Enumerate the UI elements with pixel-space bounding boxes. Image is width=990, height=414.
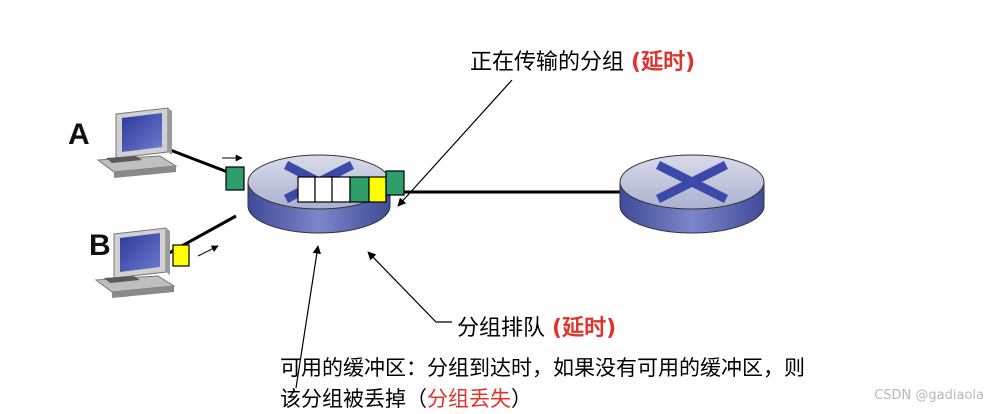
packet-queue [297, 176, 387, 203]
host-b-label: B [89, 229, 111, 262]
pointer-queue [367, 251, 452, 323]
computer-a-icon [96, 107, 178, 178]
transmitting-label: 正在传输的分组 (延时) [470, 44, 695, 76]
buffer-slot [297, 176, 316, 203]
link-b-router [159, 214, 237, 260]
router-right-icon [619, 154, 765, 234]
queue-label: 分组排队 (延时) [457, 310, 616, 342]
queued-packet-green [349, 176, 370, 203]
buffer-line2-suffix: ） [511, 387, 532, 411]
transmitting-packet [385, 170, 405, 196]
pointer-buffer [295, 245, 321, 389]
transmitting-delay: (延时) [631, 50, 696, 75]
packet-from-b [172, 244, 190, 267]
transmitting-text: 正在传输的分组 [470, 50, 625, 75]
watermark: CSDN @gadiaola [874, 388, 984, 403]
buffer-slot [314, 176, 333, 203]
computer-b-icon [94, 227, 176, 298]
packet-loss-text: 分组丢失 [427, 387, 511, 411]
queue-text: 分组排队 [457, 316, 546, 341]
buffer-line2-prefix: 该分组被丢掉（ [280, 387, 427, 411]
queued-packet-yellow [368, 176, 387, 203]
pointer-transmitting [397, 79, 513, 207]
host-a-label: A [68, 118, 90, 151]
packet-from-a [225, 166, 245, 191]
arrow-from-b-icon [197, 245, 219, 257]
buffer-label-line1: 可用的缓冲区：分组到达时，如果没有可用的缓冲区，则 [280, 356, 805, 380]
buffer-slot [331, 176, 351, 203]
buffer-label-line2: 该分组被丢掉（分组丢失） [280, 383, 532, 413]
queue-delay: (延时) [552, 316, 617, 341]
